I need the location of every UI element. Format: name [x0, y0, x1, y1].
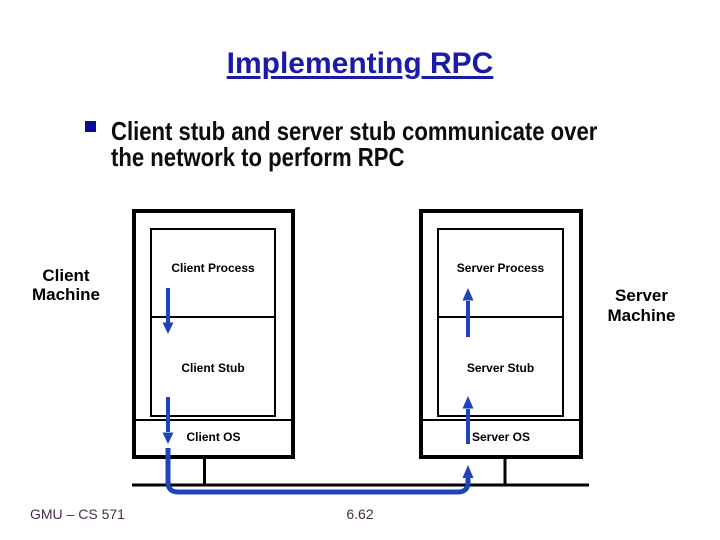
server-machine-label: Server Machine [591, 286, 692, 326]
bullet-line-1: Client stub and server stub communicate … [111, 116, 598, 146]
bullet-line-2: the network to perform RPC [111, 142, 405, 172]
client-process-label: Client Process [171, 261, 255, 275]
client-process-stub-divider [152, 316, 274, 318]
client-os-band-line [136, 419, 291, 421]
bullet-marker-icon [85, 121, 96, 132]
client-machine-label-line-1: Client [42, 266, 90, 285]
server-machine-label-line-1: Server [615, 286, 668, 305]
bullet-text: Client stub and server stub communicate … [111, 118, 597, 170]
server-process-label: Server Process [456, 261, 545, 275]
client-machine-label-line-2: Machine [31, 285, 101, 304]
server-os-band-line [423, 419, 579, 421]
client-os-label: Client OS [186, 430, 241, 444]
server-os-label: Server OS [471, 430, 531, 444]
footer-page-number: 6.62 [346, 506, 374, 522]
server-stub-label: Server Stub [466, 361, 535, 375]
server-process-stub-box [437, 228, 564, 417]
client-process-stub-box [150, 228, 276, 417]
server-process-stub-divider [439, 316, 562, 318]
client-stub-label: Client Stub [181, 361, 245, 375]
client-machine-label: Client Machine [16, 266, 116, 304]
footer-course-label: GMU – CS 571 [30, 506, 125, 522]
server-machine-label-line-2: Machine [607, 306, 676, 325]
slide-title: Implementing RPC [226, 47, 494, 80]
server-machine-box [419, 209, 583, 459]
